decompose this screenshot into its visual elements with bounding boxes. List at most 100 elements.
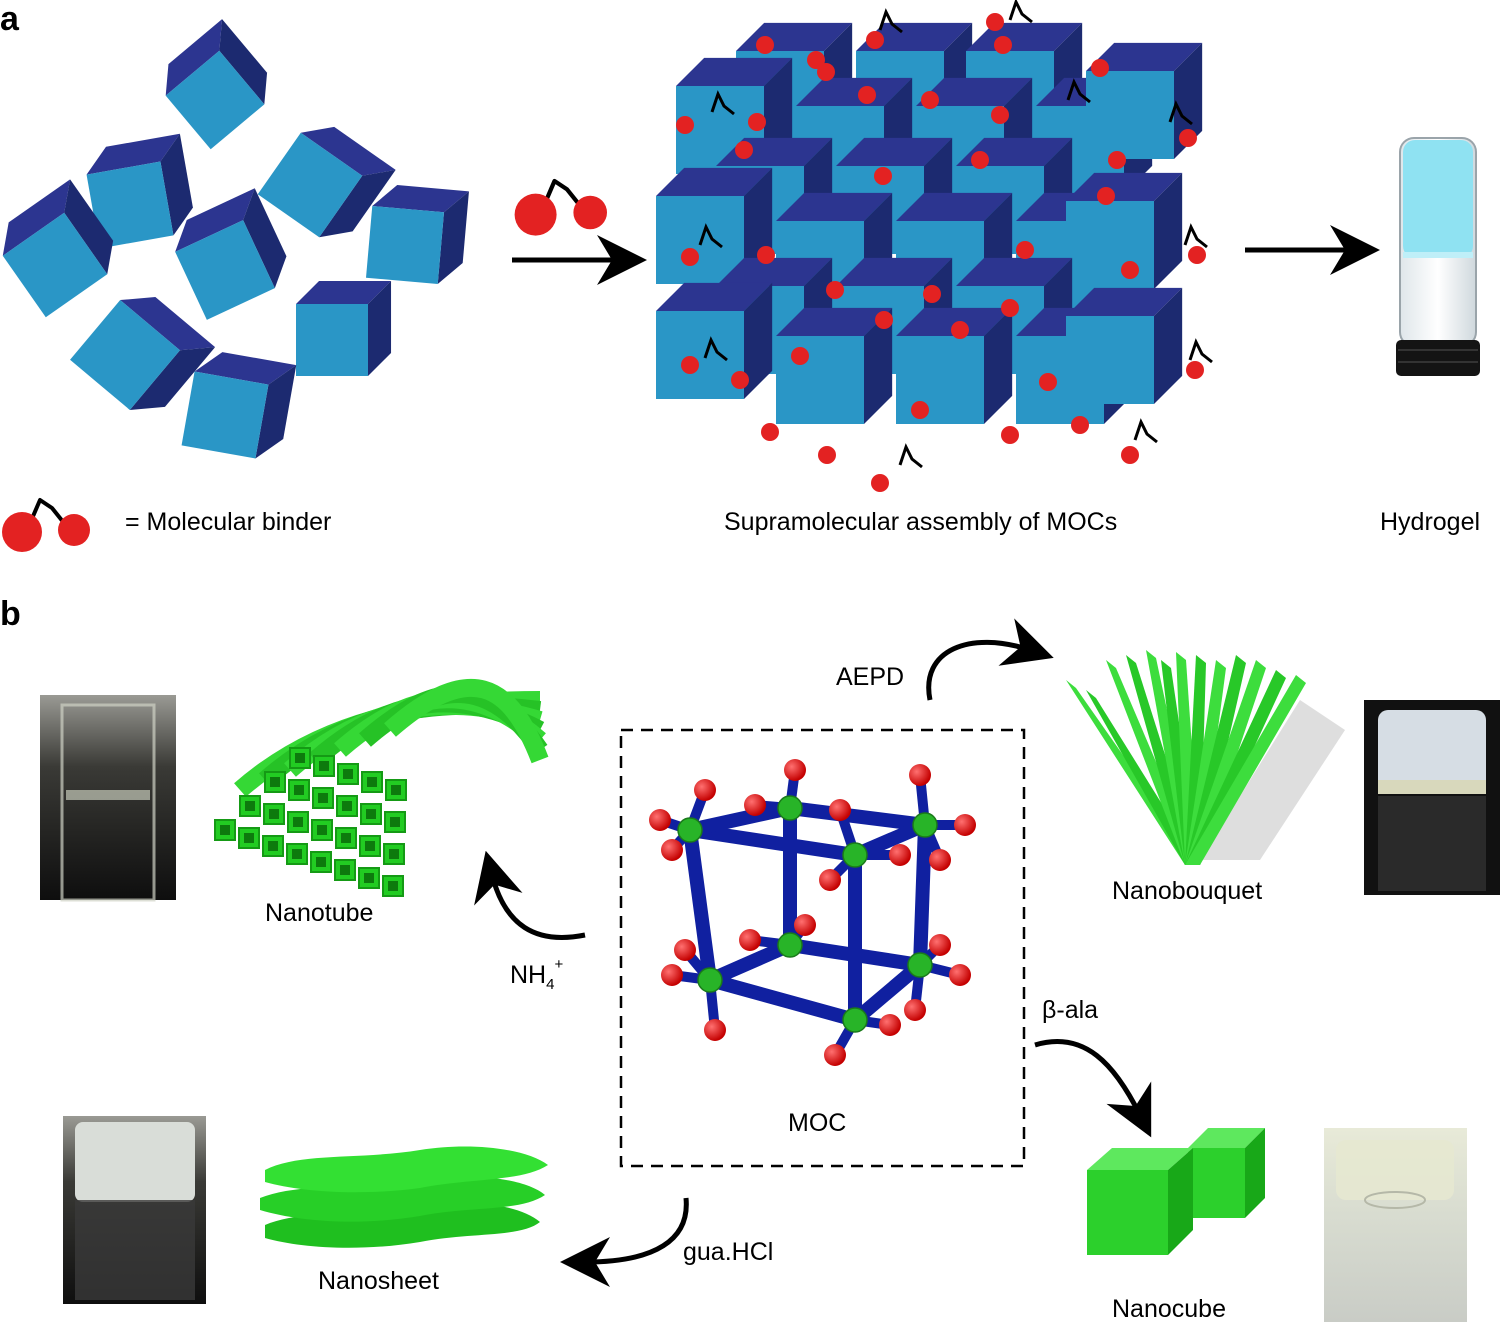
moc-cube (165, 19, 268, 150)
moc-ligand-end (744, 794, 766, 816)
moc-metal-node (777, 932, 803, 958)
nanotube-gel-photo (40, 695, 176, 902)
panel-a-letter: a (0, 0, 20, 38)
binder-dot (676, 116, 694, 134)
nanotube-tail (384, 678, 549, 764)
panel-b-letter: b (0, 595, 21, 633)
binder-dot (971, 151, 989, 169)
moc-ligand-end (949, 964, 971, 986)
nanocube-gel-photo (1324, 1128, 1467, 1322)
binder-dot (874, 167, 892, 185)
bouquet-blade (1185, 660, 1226, 865)
moc-label: MOC (788, 1109, 846, 1137)
moc-ligand-end (879, 1014, 901, 1036)
binder-dot (1091, 59, 1109, 77)
assembly-label: Supramolecular assembly of MOCs (724, 508, 1117, 536)
binder-dot (735, 141, 753, 159)
bouquet-blade (1185, 670, 1286, 865)
binder-dot (1121, 261, 1139, 279)
nanosheet-gel-photo (63, 1116, 206, 1304)
moc-rod (683, 801, 797, 837)
moc-cube (365, 185, 469, 285)
moc-ligand-end (954, 814, 976, 836)
binder-linker (1183, 223, 1208, 249)
moc-metal-node (842, 842, 868, 868)
binder-legend-text: = Molecular binder (125, 508, 331, 536)
binder-dot (923, 285, 941, 303)
moc-ligand-end (929, 934, 951, 956)
molecular-binder-icon (2, 498, 90, 552)
binder-dot (791, 347, 809, 365)
binder-dot (681, 356, 699, 374)
nanobouquet-label: Nanobouquet (1112, 877, 1262, 905)
moc-ligand-end (661, 964, 683, 986)
hydrogel-vial (1396, 137, 1480, 376)
binder-dot (1097, 187, 1115, 205)
binder-dot (1179, 129, 1197, 147)
nanosheet-illustration (260, 1146, 548, 1248)
moc-cube (656, 167, 773, 284)
scattered-mocs (2, 19, 469, 459)
moc-cube (296, 280, 392, 376)
reagent-beta-ala: β-ala (1042, 996, 1098, 1024)
moc-cage-model (649, 759, 976, 1066)
binder-linker (898, 443, 923, 469)
moc-cube (86, 133, 193, 249)
moc-assembly (656, 0, 1213, 492)
binder-dot (866, 31, 884, 49)
moc-ligand-end (824, 1044, 846, 1066)
binder-dot (756, 36, 774, 54)
moc-ligand-end (694, 779, 716, 801)
moc-rod (683, 823, 862, 862)
moc-rod (913, 818, 932, 972)
moc-ligand-end (704, 1019, 726, 1041)
binder-linker (703, 336, 728, 362)
binder-linker (1188, 338, 1213, 364)
moc-ligand-end (674, 939, 696, 961)
binder-dot (951, 321, 969, 339)
binder-linker (1066, 78, 1091, 104)
nanotube-bundle (214, 678, 549, 897)
moc-rod (783, 801, 932, 832)
binder-dot (757, 246, 775, 264)
moc-metal-node (677, 817, 703, 843)
moc-ligand-end (819, 869, 841, 891)
binder-dot (1001, 426, 1019, 444)
bouquet-blade (1185, 655, 1246, 865)
binder-dot (986, 13, 1004, 31)
binder-dot (1108, 151, 1126, 169)
moc-dashed-frame (619, 728, 1026, 1168)
binder-dot (871, 474, 889, 492)
nanobouquet-illustration (1066, 650, 1345, 865)
arrow-to-nanobouquet (926, 618, 1054, 701)
arrow-to-nanotube (474, 850, 586, 940)
binder-linker (1168, 100, 1193, 126)
moc-metal-node (907, 952, 933, 978)
binder-dot (748, 113, 766, 131)
reagent-aepd: AEPD (836, 663, 904, 691)
binder-linker (698, 223, 723, 249)
moc-ligand-end (784, 759, 806, 781)
moc-metal-node (697, 967, 723, 993)
binder-dot (1001, 299, 1019, 317)
bouquet-shadow (1200, 700, 1345, 860)
arrow-to-nanosheet (560, 1197, 689, 1287)
moc-ligand-end (739, 929, 761, 951)
reagent-gua-hcl: gua.HCl (683, 1238, 773, 1266)
moc-cube (1066, 172, 1183, 289)
nanocube-illustration (1087, 1128, 1265, 1255)
binder-dot (994, 36, 1012, 54)
binder-over-arrow-icon (514, 178, 607, 236)
nanotube-label: Nanotube (265, 899, 373, 927)
moc-rod (848, 958, 927, 1027)
binder-dot (1121, 446, 1139, 464)
moc-cube (257, 126, 396, 238)
moc-ligand-end (829, 799, 851, 821)
binder-linker (710, 90, 735, 116)
binder-dot (818, 446, 836, 464)
arrow-to-nanocube (1034, 1039, 1152, 1138)
moc-ligand-end (661, 839, 683, 861)
moc-cube (1066, 287, 1183, 404)
binder-dot (921, 91, 939, 109)
